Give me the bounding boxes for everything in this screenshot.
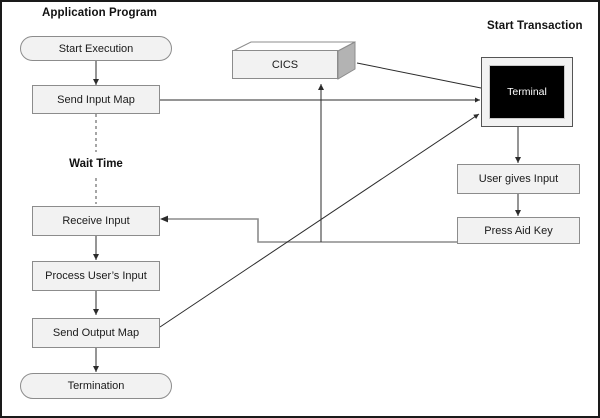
node-terminal[interactable]: Terminal xyxy=(481,57,573,127)
edge-send-output-to-terminal xyxy=(159,113,480,328)
edge-press-aid-to-receive-input xyxy=(164,218,457,243)
node-cics[interactable]: CICS xyxy=(232,41,356,80)
edge-cics-to-terminal xyxy=(356,62,482,89)
node-receive-input[interactable]: Receive Input xyxy=(32,206,160,236)
node-send-input-map[interactable]: Send Input Map xyxy=(32,85,160,114)
node-start-execution[interactable]: Start Execution xyxy=(20,36,172,61)
node-user-gives-input[interactable]: User gives Input xyxy=(457,164,580,194)
lane-title-start-transaction: Start Transaction xyxy=(487,20,583,32)
cics-front-face: CICS xyxy=(232,50,338,79)
node-send-output-map[interactable]: Send Output Map xyxy=(32,318,160,348)
node-process-users-input[interactable]: Process User’s Input xyxy=(32,261,160,291)
edge-press-aid-arrowhead xyxy=(160,215,168,223)
node-termination[interactable]: Termination xyxy=(20,373,172,399)
terminal-screen: Terminal xyxy=(489,65,565,119)
node-press-aid-key[interactable]: Press Aid Key xyxy=(457,217,580,244)
wait-time-label: Wait Time xyxy=(69,158,123,170)
cics-3d-icon xyxy=(232,41,356,80)
lane-title-application-program: Application Program xyxy=(42,7,157,19)
